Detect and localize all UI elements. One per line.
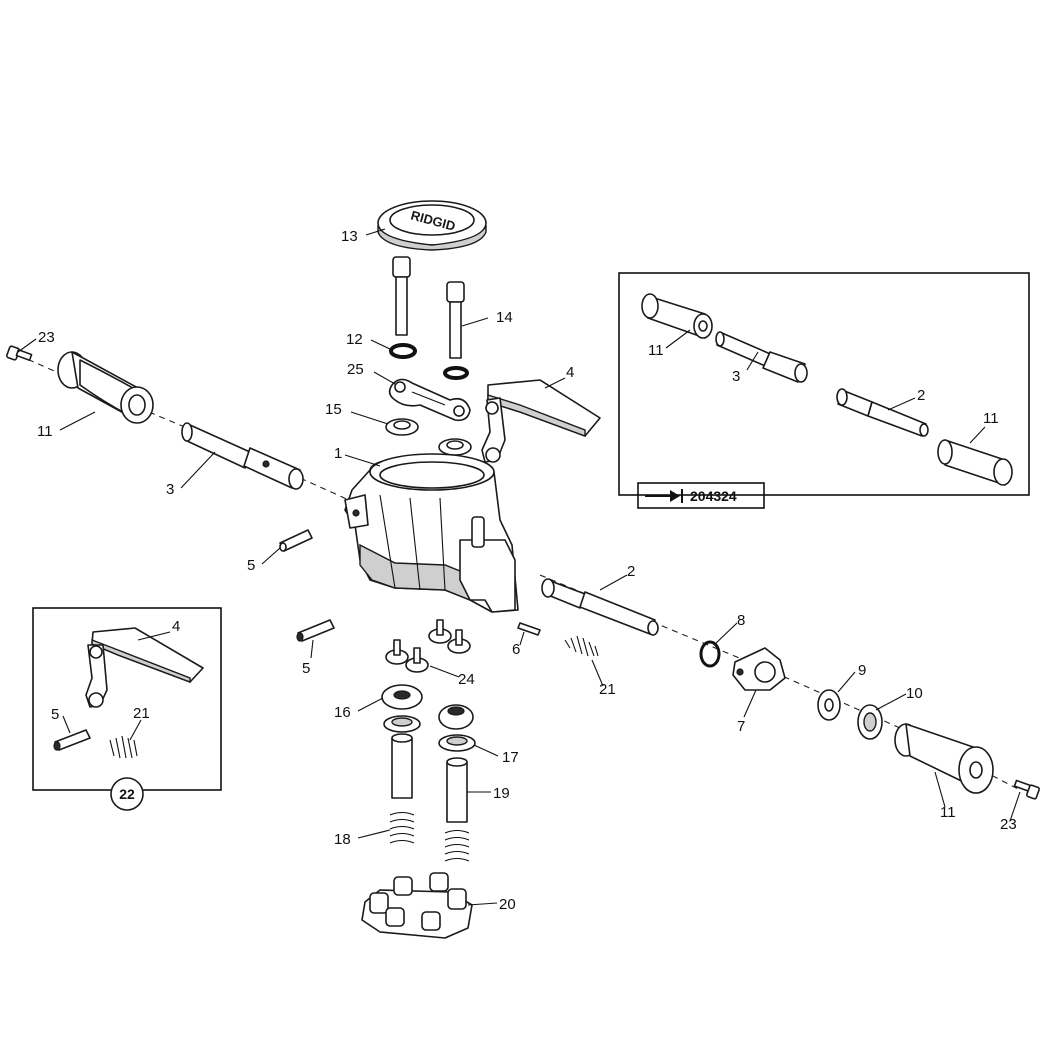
callout-14: 14 [496,309,513,326]
spring-part-18-right [444,829,470,862]
shaft-part-3-left [181,422,304,490]
callout-15: 15 [325,401,342,418]
piston-part-19-left [391,733,413,799]
lever-part-4 [481,379,601,463]
washer-part-15-b [438,438,472,456]
callout-12: 12 [346,331,363,348]
pin-part-5-b [296,619,335,642]
screw-part-23-right [1013,779,1040,800]
callout-11-inset-b: 11 [983,410,999,427]
leader-lines [17,228,1021,906]
bearing-part-16 [381,684,423,710]
grip-part-11-left [57,351,154,424]
gasket-part-25 [388,378,471,422]
seal-part-17-right [438,734,476,752]
cam-part-7 [732,647,786,691]
valves-part-24 [385,619,471,673]
callout-5-b: 5 [302,660,310,677]
spring-part-18-left [389,811,415,844]
callout-13: 13 [341,228,358,245]
callout-25: 25 [347,361,364,378]
assembly-axis-line [17,354,1021,791]
inset-pin-part-5 [53,729,91,751]
callout-3-inset: 3 [732,368,740,385]
ring-part-8 [699,640,721,668]
pin-part-5-a [279,529,313,552]
grip-part-11-right [894,723,994,794]
callout-24: 24 [458,671,475,688]
callout-21-inset: 21 [133,705,150,722]
inset-spring-part-21 [109,735,138,759]
callout-21-main: 21 [599,681,616,698]
callout-labels: 13 14 12 25 4 15 1 23 11 3 5 11 3 2 11 2… [37,228,1017,913]
callout-6: 6 [512,641,520,658]
callout-16: 16 [334,704,351,721]
callout-2-main: 2 [627,563,635,580]
callout-4-inset: 4 [172,618,180,635]
screw-part-14-left [392,256,411,336]
callout-7: 7 [737,718,745,735]
callout-3-left: 3 [166,481,174,498]
bearing-part-10 [857,704,883,740]
callout-19: 19 [493,785,510,802]
callout-18: 18 [334,831,351,848]
arrow-icon [645,489,683,503]
callout-5-a: 5 [247,557,255,574]
callout-2-inset: 2 [917,387,925,404]
callout-20: 20 [499,896,516,913]
shaft-part-2-main [541,578,659,636]
oring-part-12-right [443,366,469,380]
base-plate-part-20 [361,872,473,939]
inset-grip-part-11-a [641,293,713,339]
inset-shaft-part-3 [715,331,808,383]
callout-23-left: 23 [38,329,55,346]
callout-11-right: 11 [940,804,956,821]
cap-part-13: RIDGID [377,200,487,251]
callout-5-inset: 5 [51,706,59,723]
kit-number-22: 22 [119,786,135,802]
piston-part-19-right [446,757,468,823]
bearing-part-16-b [438,704,474,730]
inset-box-serial: 204324 [618,272,1030,509]
callout-1: 1 [334,445,342,462]
inset-grip-part-11-b [937,439,1013,486]
callout-8: 8 [737,612,745,629]
callout-11-inset-a: 11 [648,342,664,359]
callout-4: 4 [566,364,574,381]
screw-part-23-left [6,345,33,362]
inset-shaft-part-2 [836,388,929,437]
housing-part-1 [344,453,519,613]
inset-lever-part-4 [85,627,204,708]
washer-part-15 [385,418,419,436]
pin-part-6 [517,622,541,636]
callout-17: 17 [502,749,519,766]
washer-part-9 [817,689,841,721]
seal-part-17-left [383,715,421,733]
callout-23-right: 23 [1000,816,1017,833]
callout-10: 10 [906,685,923,702]
screw-part-14-right [446,281,465,359]
spring-part-21 [564,635,599,657]
serial-tag-text: 204324 [690,488,737,504]
inset-box-kit-22: 22 [32,607,222,811]
callout-11-left: 11 [37,423,53,440]
callout-9: 9 [858,662,866,679]
oring-part-12-left [389,343,417,359]
